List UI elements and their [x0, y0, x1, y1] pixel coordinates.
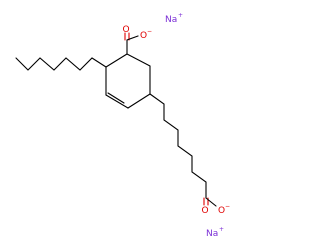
- minus-charge: −: [147, 28, 152, 35]
- carboxylate-bottom: O O −: [202, 197, 230, 216]
- sodium-ion-top: Na +: [165, 12, 183, 25]
- plus-charge: +: [219, 226, 224, 233]
- hexyl-chain: [15, 57, 107, 71]
- oxygen-label: O: [140, 31, 147, 41]
- oxygen-label: O: [202, 206, 209, 216]
- carboxylate-top: O O −: [123, 25, 152, 55]
- cyclohexene-ring: [105, 53, 151, 109]
- minus-charge: −: [225, 203, 230, 210]
- octanoate-chain: [149, 93, 207, 199]
- molecule-structure: O O − O O − Na + Na +: [15, 12, 230, 239]
- plus-charge: +: [178, 12, 183, 19]
- sodium-ion-bottom: Na +: [206, 226, 224, 239]
- oxygen-label: O: [218, 206, 225, 216]
- sodium-label: Na: [206, 229, 218, 239]
- sodium-label: Na: [165, 15, 177, 25]
- oxygen-label: O: [123, 25, 130, 35]
